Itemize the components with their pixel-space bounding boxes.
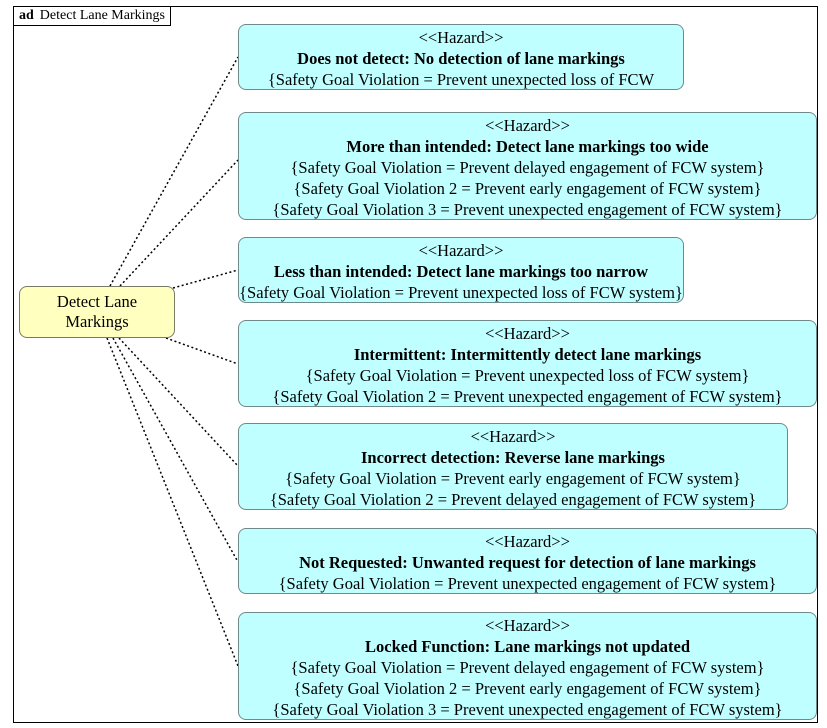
hazard-property: {Safety Goal Violation = Prevent early e… [285,469,741,488]
hazard-property: {Safety Goal Violation = Prevent unexpec… [267,70,655,89]
hazard-property: {Safety Goal Violation 2 = Prevent unexp… [272,387,783,406]
activity-detect-lane-markings[interactable]: Detect Lane Markings [19,286,175,338]
hazard-name: More than intended: Detect lane markings… [346,137,709,156]
hazard-property: {Safety Goal Violation = Prevent unexpec… [239,283,683,302]
hazard-stereotype: <<Hazard>> [418,241,504,260]
connector-2 [172,269,239,289]
connector-3 [165,337,239,365]
activity-label-line2: Markings [65,312,129,331]
hazard-property: {Safety Goal Violation 2 = Prevent early… [293,179,762,198]
diagram-kind-keyword: ad [19,8,34,23]
connector-5 [112,337,239,563]
hazard-property: {Safety Goal Violation = Prevent delayed… [290,158,765,177]
hazard-stereotype: <<Hazard>> [485,616,570,635]
hazard-stereotype: <<Hazard>> [418,28,504,47]
activity-label-line1: Detect Lane [56,292,138,311]
hazard-property: {Safety Goal Violation 2 = Prevent early… [293,679,762,698]
hazard-property: {Safety Goal Violation = Prevent unexpec… [278,574,777,593]
connector-1 [119,159,239,287]
hazard-name: Not Requested: Unwanted request for dete… [299,553,756,572]
hazard-name: Does not detect: No detection of lane ma… [297,49,625,68]
hazard-stereotype: <<Hazard>> [485,532,570,551]
hazard-box[interactable]: <<Hazard>> Does not detect: No detection… [238,24,684,90]
hazard-stereotype: <<Hazard>> [470,427,556,446]
diagram-frame [13,6,818,723]
connector-0 [109,56,239,287]
hazard-property: {Safety Goal Violation = Prevent delayed… [290,658,765,677]
hazard-box[interactable]: <<Hazard>> Less than intended: Detect la… [238,237,684,303]
hazard-box[interactable]: <<Hazard>> Locked Function: Lane marking… [238,612,817,720]
hazard-box[interactable]: <<Hazard>> Incorrect detection: Reverse … [238,423,788,510]
connector-6 [106,337,239,667]
hazard-box[interactable]: <<Hazard>> More than intended: Detect la… [238,112,817,220]
diagram-title: Detect Lane Markings [39,8,165,23]
hazard-property: {Safety Goal Violation = Prevent unexpec… [305,366,750,385]
hazard-stereotype: <<Hazard>> [485,116,570,135]
hazard-property: {Safety Goal Violation 3 = Prevent unexp… [272,700,783,719]
hazard-box[interactable]: <<Hazard>> Not Requested: Unwanted reque… [238,528,817,594]
hazard-property: {Safety Goal Violation 2 = Prevent delay… [269,490,757,509]
hazard-stereotype: <<Hazard>> [485,324,570,343]
hazard-box[interactable]: <<Hazard>> Intermittent: Intermittently … [238,320,817,407]
hazard-name: Locked Function: Lane markings not updat… [364,637,690,656]
diagram-frame-tab: ad Detect Lane Markings [13,6,171,26]
hazard-property: {Safety Goal Violation 3 = Prevent unexp… [272,200,783,219]
hazard-name: Less than intended: Detect lane markings… [273,262,649,281]
hazard-name: Intermittent: Intermittently detect lane… [353,345,702,364]
connector-4 [118,337,239,467]
hazard-name: Incorrect detection: Reverse lane markin… [361,448,665,467]
